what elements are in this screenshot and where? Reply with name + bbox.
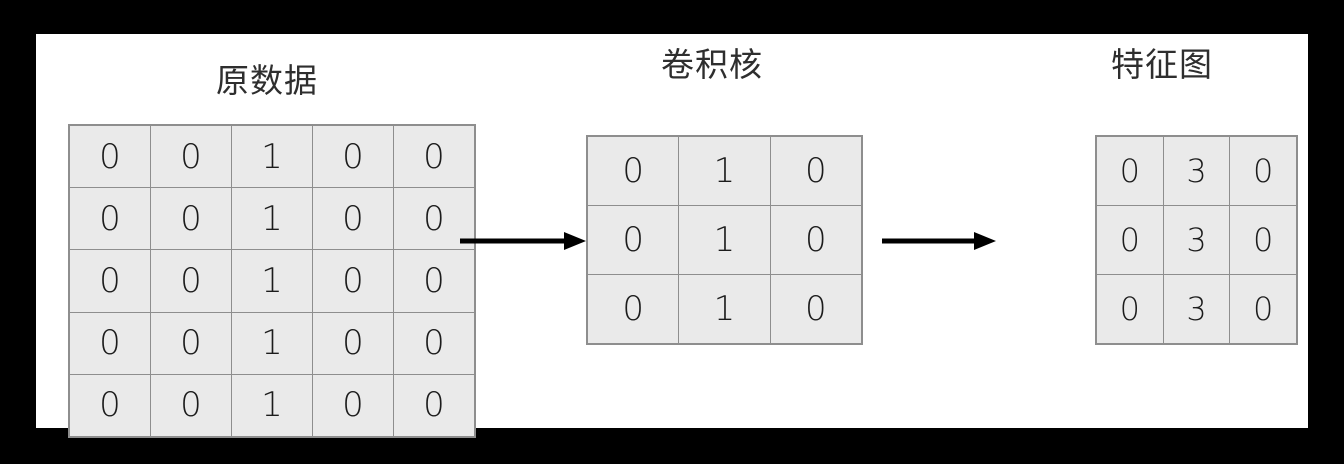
kernel-matrix-grid: 0 1 0 0 1 0 0 1 0 [586, 135, 863, 345]
matrix-cell: 0 [313, 312, 393, 374]
feature-map-title: 特征图 [1111, 46, 1213, 83]
input-matrix-grid: 0 0 1 0 0 0 0 1 0 0 0 0 1 0 0 0 0 1 0 0 … [68, 124, 476, 438]
input-matrix-title: 原数据 [216, 62, 318, 99]
feature-map-grid: 0 3 0 0 3 0 0 3 0 [1095, 135, 1298, 345]
kernel-matrix-title: 卷积核 [661, 46, 763, 83]
matrix-cell: 0 [70, 374, 150, 436]
matrix-cell: 0 [394, 126, 474, 188]
matrix-cell: 0 [394, 312, 474, 374]
matrix-cell: 1 [232, 126, 312, 188]
arrow-right-icon [460, 229, 586, 253]
matrix-cell: 0 [1097, 137, 1163, 205]
matrix-cell: 1 [232, 250, 312, 312]
matrix-cell: 0 [151, 250, 231, 312]
matrix-cell: 3 [1163, 206, 1230, 274]
matrix-cell: 0 [70, 126, 150, 188]
arrow-right-icon [882, 229, 996, 253]
matrix-cell: 0 [313, 250, 393, 312]
matrix-cell: 0 [151, 188, 231, 250]
matrix-cell: 1 [679, 206, 770, 274]
matrix-cell: 0 [394, 250, 474, 312]
matrix-cell: 0 [70, 312, 150, 374]
matrix-cell: 0 [1230, 275, 1296, 343]
matrix-cell: 1 [232, 312, 312, 374]
matrix-cell: 1 [232, 188, 312, 250]
matrix-cell: 0 [70, 250, 150, 312]
matrix-cell: 0 [770, 206, 861, 274]
matrix-cell: 0 [313, 126, 393, 188]
matrix-cell: 0 [151, 374, 231, 436]
matrix-cell: 0 [1097, 206, 1163, 274]
matrix-cell: 3 [1163, 137, 1230, 205]
matrix-cell: 0 [394, 374, 474, 436]
matrix-cell: 0 [313, 374, 393, 436]
matrix-cell: 0 [313, 188, 393, 250]
matrix-cell: 0 [1230, 206, 1296, 274]
matrix-cell: 0 [1230, 137, 1296, 205]
matrix-cell: 0 [770, 275, 861, 343]
matrix-cell: 1 [679, 137, 770, 205]
matrix-cell: 0 [770, 137, 861, 205]
matrix-cell: 0 [151, 312, 231, 374]
matrix-cell: 0 [70, 188, 150, 250]
matrix-cell: 0 [588, 137, 679, 205]
matrix-cell: 0 [1097, 275, 1163, 343]
matrix-cell: 1 [232, 374, 312, 436]
matrix-cell: 0 [588, 275, 679, 343]
matrix-cell: 1 [679, 275, 770, 343]
matrix-cell: 3 [1163, 275, 1230, 343]
matrix-cell: 0 [588, 206, 679, 274]
matrix-cell: 0 [151, 126, 231, 188]
figure-canvas: 原数据 0 0 1 0 0 0 0 1 0 0 0 0 1 0 0 0 0 1 … [36, 34, 1308, 438]
